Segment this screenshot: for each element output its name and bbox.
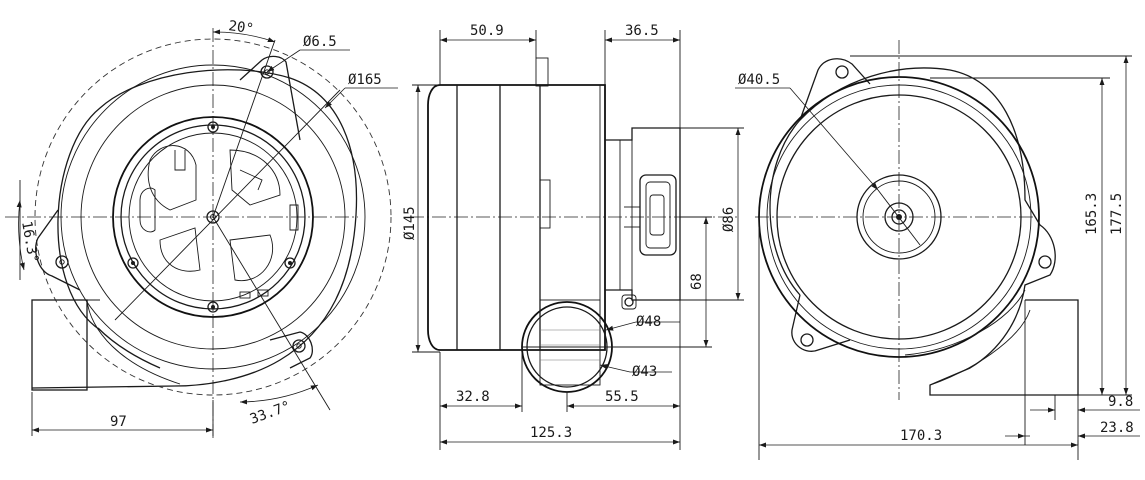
rear-mount-hole-top [835,65,849,79]
dim-angle-left: 16.3° [18,220,41,264]
dim-angle-20: 20° [227,18,254,37]
connector-block [604,127,681,301]
dim-offset-small: 9.8 [1108,394,1133,410]
face-screws [127,121,296,313]
dim-width-97: 97 [110,414,127,430]
dim-side-top-left: 50.9 [470,23,504,39]
dim-conn-dia: Ø86 [721,207,737,232]
rear-hub [856,174,942,260]
outlet-hatch [540,329,600,361]
dim-side-bottom-right: 55.5 [605,389,639,405]
dim-outer-dia: Ø165 [348,72,382,88]
dim-hole-dia: Ø6.5 [303,34,337,50]
dim-side-top-right: 36.5 [625,23,659,39]
dim-offset-large: 23.8 [1100,420,1134,436]
dim-height-inner: 165.3 [1084,193,1100,235]
pcd-dashed-circle [34,38,392,396]
dim-center-height: 68 [689,273,705,290]
mount-hole-left [55,255,69,269]
mount-hole-bottom [292,339,306,353]
dim-body-dia: Ø145 [402,206,418,240]
side-view: 50.9 36.5 Ø145 Ø86 68 Ø48 Ø43 32.8 55. [402,23,744,450]
dim-height-outer: 177.5 [1109,193,1125,235]
rear-mount-hole-bottom [800,333,814,347]
dim-angle-bottom: 33.7° [248,398,293,427]
front-view: 20° Ø6.5 Ø165 16.3° 97 33.7° [5,18,398,440]
motor-face [112,116,314,318]
dim-side-bottom-left: 32.8 [456,389,490,405]
motor-body [427,84,606,351]
shaft-hub [206,210,220,224]
dim-outlet-inner: Ø43 [632,364,657,380]
rear-view: Ø40.5 165.3 177.5 9.8 23.8 170.3 [735,40,1140,460]
dim-outlet-outer: Ø48 [636,314,661,330]
dim-hub-dia: Ø40.5 [738,72,780,88]
housing-scroll-circle [60,64,366,370]
dim-rear-width: 170.3 [900,428,942,444]
rear-mount-hole-right [1038,255,1052,269]
dim-total-length: 125.3 [530,425,572,441]
